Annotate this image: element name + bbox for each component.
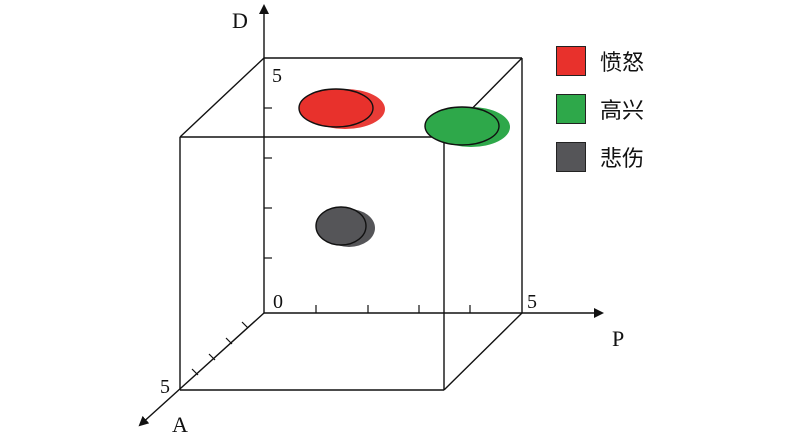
legend: 愤怒 高兴 悲伤 bbox=[556, 44, 644, 188]
a-tick bbox=[241, 321, 249, 329]
legend-label: 高兴 bbox=[600, 99, 645, 124]
legend-item-sad: 悲伤 bbox=[556, 140, 644, 174]
origin-label: 0 bbox=[273, 291, 283, 313]
cube-edge-top-left bbox=[179, 57, 265, 138]
d-axis-label: D bbox=[232, 8, 248, 33]
legend-swatch bbox=[556, 142, 586, 172]
a-axis-ticks bbox=[191, 321, 249, 376]
a-tick bbox=[225, 337, 233, 345]
legend-swatch bbox=[556, 46, 586, 76]
a-axis-label: A bbox=[172, 412, 188, 437]
a-axis bbox=[138, 312, 265, 427]
d-axis-ticks bbox=[264, 107, 272, 259]
legend-label: 悲伤 bbox=[600, 147, 645, 172]
legend-swatch bbox=[556, 94, 586, 124]
p-max-label: 5 bbox=[527, 291, 537, 313]
a-tick bbox=[191, 368, 199, 376]
legend-item-happy: 高兴 bbox=[556, 92, 644, 126]
point-anger bbox=[298, 88, 385, 129]
point-happy bbox=[424, 106, 510, 147]
cube-edge-bottom-right bbox=[443, 312, 523, 391]
point-sad bbox=[315, 206, 375, 247]
d-max-label: 5 bbox=[272, 65, 282, 87]
a-max-label: 5 bbox=[160, 376, 170, 398]
legend-label: 愤怒 bbox=[600, 51, 645, 76]
legend-item-anger: 愤怒 bbox=[556, 44, 644, 78]
p-axis-ticks bbox=[315, 305, 471, 313]
cube-frame bbox=[179, 57, 523, 391]
p-axis-label: P bbox=[612, 326, 624, 351]
a-tick bbox=[208, 353, 216, 361]
